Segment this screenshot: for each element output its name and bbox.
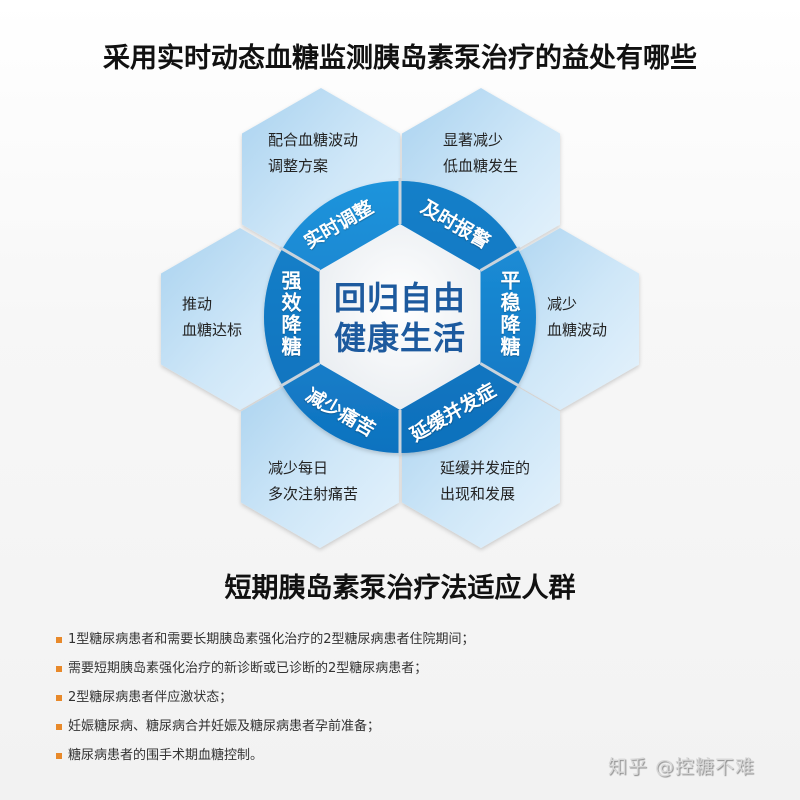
hexagon-left-text: 推动 血糖达标 bbox=[182, 291, 242, 343]
hex-line-1: 配合血糖波动 bbox=[268, 131, 359, 149]
hexagon-top-left-text: 配合血糖波动 调整方案 bbox=[268, 127, 358, 179]
hex-line-1: 延缓并发症的 bbox=[440, 459, 531, 477]
list-item: 妊娠糖尿病、糖尿病合并妊娠及糖尿病患者孕前准备； bbox=[52, 717, 475, 746]
hex-line-2: 低血糖发生 bbox=[443, 157, 519, 175]
hexagon-top-right-text: 显著减少 低血糖发生 bbox=[443, 127, 518, 179]
list-item: 需要短期胰岛素强化治疗的新诊断或已诊断的2型糖尿病患者； bbox=[52, 659, 475, 688]
hex-line-1: 推动 bbox=[182, 295, 213, 313]
indications-list: 1型糖尿病患者和需要长期胰岛素强化治疗的2型糖尿病患者住院期间； 需要短期胰岛素… bbox=[52, 630, 475, 775]
list-item-text: 需要短期胰岛素强化治疗的新诊断或已诊断的2型糖尿病患者； bbox=[68, 661, 428, 676]
hex-line-2: 血糖波动 bbox=[547, 321, 608, 339]
page-title: 采用实时动态血糖监测胰岛素泵治疗的益处有哪些 bbox=[103, 43, 697, 74]
hex-line-2: 血糖达标 bbox=[182, 321, 243, 339]
hexagon-right-text: 减少 血糖波动 bbox=[547, 291, 607, 343]
bullet-square-icon bbox=[56, 695, 62, 701]
section-title: 短期胰岛素泵治疗法适应人群 bbox=[224, 573, 576, 604]
hex-line-1: 减少每日 bbox=[268, 459, 329, 477]
center-slogan-line-1: 回归自由 bbox=[333, 279, 466, 317]
hex-line-2: 出现和发展 bbox=[440, 485, 516, 503]
hex-line-1: 减少 bbox=[547, 295, 578, 313]
bullet-square-icon bbox=[56, 666, 62, 672]
hexagon-bottom-right-text: 延缓并发症的 出现和发展 bbox=[440, 455, 530, 507]
hex-line-1: 显著减少 bbox=[443, 131, 504, 149]
list-item-text: 1型糖尿病患者和需要长期胰岛素强化治疗的2型糖尿病患者住院期间； bbox=[68, 632, 475, 647]
list-item: 糖尿病患者的围手术期血糖控制。 bbox=[52, 746, 475, 775]
ring-label-right: 平稳降糖 bbox=[497, 270, 521, 358]
list-item: 1型糖尿病患者和需要长期胰岛素强化治疗的2型糖尿病患者住院期间； bbox=[52, 630, 475, 659]
list-item: 2型糖尿病患者伴应激状态； bbox=[52, 688, 475, 717]
bullet-square-icon bbox=[56, 753, 62, 759]
list-item-text: 妊娠糖尿病、糖尿病合并妊娠及糖尿病患者孕前准备； bbox=[68, 719, 381, 734]
ring-label-left: 强效降糖 bbox=[278, 270, 302, 358]
center-ring bbox=[263, 178, 536, 456]
list-item-text: 糖尿病患者的围手术期血糖控制。 bbox=[68, 748, 264, 763]
hex-line-2: 多次注射痛苦 bbox=[268, 485, 359, 503]
hexagon-bottom-left-text: 减少每日 多次注射痛苦 bbox=[268, 455, 358, 507]
hex-line-2: 调整方案 bbox=[268, 157, 329, 175]
bullet-square-icon bbox=[56, 637, 62, 643]
bullet-square-icon bbox=[56, 724, 62, 730]
watermark: 知乎 @控糖不难 bbox=[608, 756, 756, 778]
list-item-text: 2型糖尿病患者伴应激状态； bbox=[68, 690, 233, 705]
center-slogan-line-2: 健康生活 bbox=[333, 319, 466, 357]
